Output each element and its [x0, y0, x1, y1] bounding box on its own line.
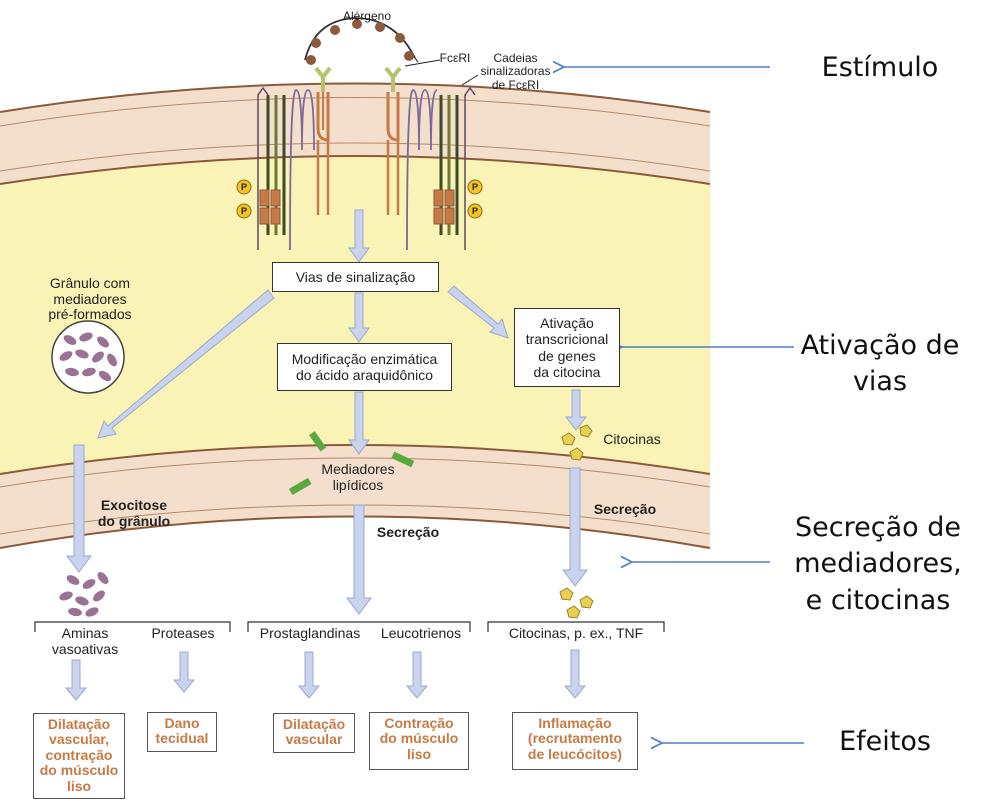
allergen-label: Alérgeno [342, 9, 392, 23]
effect-inflammation: Inflamação (recrutamento de leucócitos) [512, 712, 638, 770]
granule [51, 320, 125, 394]
lipid-mediators-label: Mediadores lipídicos [321, 461, 395, 493]
enzymatic-modification-box: Modificação enzimática do ácido araquidô… [277, 343, 452, 391]
stage-pointers [564, 67, 804, 743]
cytokines-label: Citocinas [603, 431, 661, 447]
receptor-left [257, 66, 332, 251]
effect-vascular-dilation: Dilatação vascular [273, 713, 355, 753]
stage-mediator-secretion: Secreção de mediadores, e citocinas [794, 512, 962, 616]
stage-effects: Efeitos [839, 726, 931, 757]
prostaglandins-label: Prostaglandinas [259, 625, 361, 641]
proteases-label: Proteases [151, 625, 215, 641]
receptor-right [384, 66, 476, 251]
transcription-activation-box: Ativação transcricional de genes da cito… [514, 308, 620, 387]
effect-vascular-dilation-contraction: Dilatação vascular, contração do músculo… [33, 713, 125, 799]
fceri-label: FcεRI [439, 51, 471, 65]
stage-stimulus: Estímulo [821, 52, 939, 83]
granule-label: Grânulo com mediadores pré-formados [48, 275, 132, 323]
signaling-chains-label: Cadeias sinalizadoras de FcεRI [480, 51, 551, 92]
effect-tissue-damage: Dano tecidual [147, 712, 217, 752]
phospho-label: P [241, 206, 247, 216]
released-granules [59, 572, 109, 617]
secretion-right-label: Secreção [593, 501, 657, 517]
lipid-mediators [288, 431, 415, 495]
flow-arrows [64, 209, 588, 701]
cytokines-tnf-label: Citocinas, p. ex., TNF [508, 625, 644, 641]
leukotrienes-label: Leucotrienos [380, 625, 462, 641]
product-brackets [34, 621, 665, 632]
stage-pathway-activation: Ativação de vias [800, 330, 960, 398]
signaling-pathways-box: Vias de sinalização [272, 262, 439, 292]
phospho-label: P [472, 182, 478, 192]
phospho-label: P [241, 182, 247, 192]
cytokine-particles [559, 424, 594, 619]
exocytosis-label: Exocitose do grânulo [97, 497, 171, 529]
phospho-label: P [472, 206, 478, 216]
secretion-center-label: Secreção [376, 524, 440, 540]
effect-muscle-contraction: Contração do músculo liso [369, 712, 469, 770]
allergen [304, 17, 419, 65]
phosphate-groups [236, 179, 483, 219]
vasoactive-amines-label: Aminas vasoativas [51, 625, 119, 657]
